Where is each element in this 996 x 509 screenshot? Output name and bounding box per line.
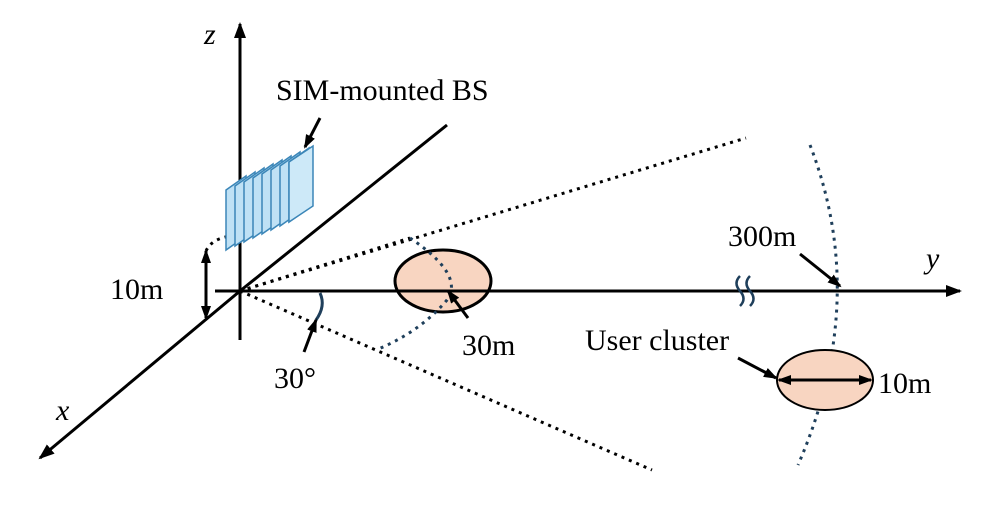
far-distance-label: 300m bbox=[728, 220, 796, 253]
cluster-label: User cluster bbox=[585, 324, 729, 357]
height-dotted-link bbox=[204, 234, 233, 252]
sim-panel-stack bbox=[225, 144, 314, 252]
x-axis-back bbox=[239, 123, 448, 293]
break-symbol-icon bbox=[735, 275, 755, 307]
near-user-cluster bbox=[393, 248, 493, 314]
angle-pointer-arrow bbox=[302, 318, 318, 353]
x-axis bbox=[38, 289, 241, 460]
angle-arc bbox=[314, 292, 324, 321]
far-arc bbox=[796, 144, 839, 466]
bs-pointer-arrow bbox=[303, 117, 322, 149]
sector-edge-upper bbox=[239, 136, 747, 293]
angle-label: 30° bbox=[274, 362, 316, 395]
sector-center-ray bbox=[239, 236, 411, 293]
bs-label: SIM-mounted BS bbox=[276, 74, 489, 107]
cluster-size-label: 10m bbox=[878, 367, 931, 400]
x-axis-label: x bbox=[55, 394, 70, 427]
y-axis-label: y bbox=[923, 242, 940, 275]
z-axis-label: z bbox=[203, 18, 216, 51]
near-radius-label: 30m bbox=[462, 329, 515, 362]
height-label: 10m bbox=[110, 273, 163, 306]
distance-pointer-arrow bbox=[799, 252, 842, 288]
sim-panel-front bbox=[288, 144, 314, 224]
radius-pointer-arrow bbox=[446, 289, 470, 319]
cluster-pointer-arrow bbox=[737, 356, 778, 380]
